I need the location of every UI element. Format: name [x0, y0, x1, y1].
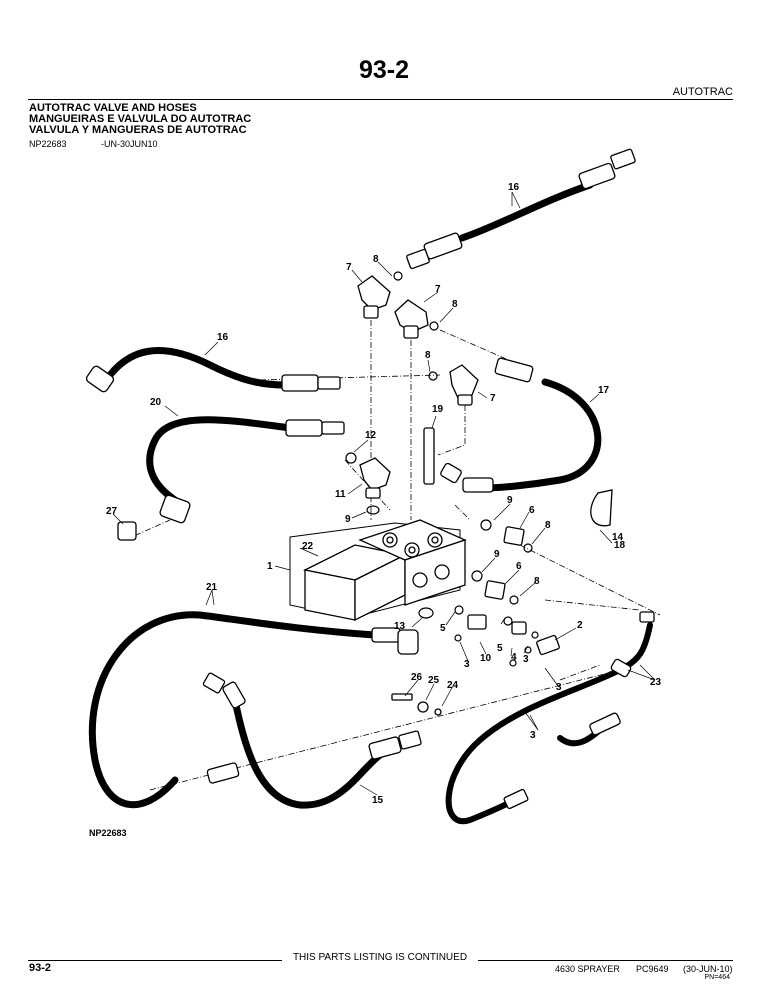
hose-19 [146, 416, 294, 504]
callout-label: 5 [497, 643, 503, 654]
callout-label: 25 [428, 675, 440, 686]
callout-label: 10 [480, 653, 492, 664]
hose-16-right [481, 378, 602, 492]
footer-catalog: PC9649 [636, 964, 669, 974]
footer-page-number: 93-2 [29, 962, 52, 974]
callout-label: 24 [447, 680, 459, 691]
callout-leaders [112, 191, 656, 796]
callout-label: 4 [511, 652, 517, 663]
callout-label: 1 [267, 561, 273, 572]
callout-label: 6 [516, 561, 522, 572]
callout-label: 3 [556, 682, 562, 693]
footer-divider-right [478, 960, 733, 961]
callout-label: 6 [529, 505, 535, 516]
hose-14 [458, 181, 594, 242]
title-spanish: VALVULA Y MANGUERAS DE AUTOTRAC [29, 124, 247, 136]
reference-date: -UN-30JUN10 [101, 139, 158, 149]
page-number: 93-2 [358, 56, 410, 84]
callout-label: 12 [365, 430, 377, 441]
callout-label: 3 [530, 730, 536, 741]
title-portuguese: MANGUEIRAS E VALVULA DO AUTOTRAC [29, 113, 252, 125]
elbow-fittings [357, 275, 479, 499]
callout-label: 14 [612, 532, 624, 543]
callout-label: 19 [432, 404, 444, 415]
callout-label: 8 [534, 576, 540, 587]
callout-label: 9 [507, 495, 513, 506]
callout-label: 17 [598, 385, 610, 396]
callout-label: 7 [346, 262, 352, 273]
figure-id: NP22683 [89, 828, 127, 838]
callout-label: 5 [440, 623, 446, 634]
callout-label: 7 [490, 393, 496, 404]
callout-label: 11 [335, 489, 346, 500]
callout-label: 9 [494, 549, 500, 560]
adapters [117, 427, 613, 716]
callout-label: 23 [650, 677, 662, 688]
o-rings [345, 271, 539, 667]
callout-label: 2 [577, 620, 583, 631]
callout-label: 15 [372, 795, 384, 806]
callout-label: 8 [373, 254, 379, 265]
callout-label: 27 [106, 506, 118, 517]
section-name: AUTOTRAC [672, 86, 733, 98]
footer-model: 4630 SPRAYER [555, 964, 620, 974]
callout-label: 13 [394, 621, 406, 632]
callout-label: 7 [435, 284, 441, 295]
callout-label: 8 [452, 299, 458, 310]
callout-label: 18 [614, 540, 626, 551]
reference-id: NP22683 [29, 139, 67, 149]
callout-label: 22 [302, 541, 314, 552]
continued-note: THIS PARTS LISTING IS CONTINUED [292, 952, 468, 963]
hose-fittings [85, 148, 655, 810]
callout-label: 8 [425, 350, 431, 361]
title-english: AUTOTRAC VALVE AND HOSES [29, 102, 197, 114]
footer-date: (30-JUN-10) [683, 964, 733, 974]
callout-label: 20 [150, 397, 162, 408]
callout-labels: 16 7 8 7 8 16 8 17 7 20 19 12 11 9 9 27 … [106, 182, 662, 806]
callout-label: 9 [345, 514, 351, 525]
footer-pn: PN=464 [704, 974, 731, 981]
callout-label: 16 [508, 182, 520, 193]
callout-label: 26 [411, 672, 423, 683]
hose-20 [88, 611, 379, 809]
hose-16-left [106, 347, 289, 389]
callout-label: 21 [206, 582, 218, 593]
callout-label: 3 [464, 659, 470, 670]
hose-17 [231, 696, 384, 809]
callout-label: 8 [545, 520, 551, 531]
valve-block [289, 519, 467, 622]
callout-label: 3 [523, 654, 529, 665]
header-divider [28, 99, 733, 100]
callout-label: 16 [217, 332, 229, 343]
footer-divider-left [28, 960, 282, 961]
